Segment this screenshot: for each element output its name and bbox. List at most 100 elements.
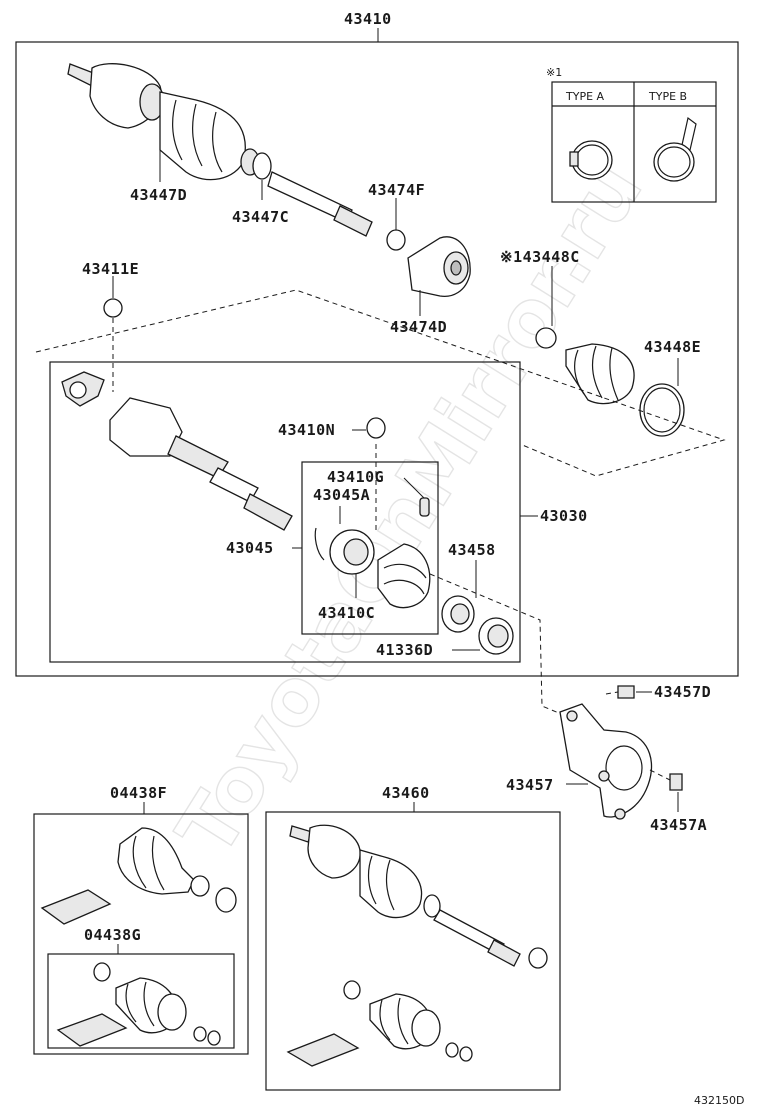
alt-shaft-spline — [487, 939, 521, 967]
label-43458[interactable]: 43458 — [448, 541, 496, 559]
boot-kit-f-clamp-large — [215, 887, 237, 913]
label-43411E[interactable]: 43411E — [82, 260, 139, 278]
alt-inner-clamp-small — [343, 980, 361, 1000]
figure-number: 432150D — [694, 1094, 744, 1107]
retainer-cage — [377, 543, 431, 609]
boot-kit-g-clamp-large — [157, 993, 187, 1031]
boot-kit-g-folds — [125, 981, 155, 1027]
retainer-cage-ribs — [383, 563, 427, 595]
label-43457D[interactable]: 43457D — [654, 683, 711, 701]
clamp-43448C — [535, 327, 557, 349]
label-43448E[interactable]: 43448E — [644, 338, 701, 356]
alt-grease — [286, 1033, 360, 1067]
boot-kit-f-folds — [132, 835, 165, 891]
label-43447D[interactable]: 43447D — [130, 186, 187, 204]
pin-43410G — [419, 497, 430, 517]
tripod-joint — [61, 371, 105, 407]
boot-kit-outer-frame — [33, 813, 249, 1055]
seal-43458-inner — [450, 603, 470, 625]
boot-kit-g-grease — [56, 1013, 128, 1047]
outer-drive-shaft — [67, 63, 373, 237]
label-43457A[interactable]: 43457A — [650, 816, 707, 834]
damper-43474D — [407, 236, 471, 298]
boot-kit-g-ring-1 — [193, 1026, 207, 1042]
snap-ring-43410N — [366, 417, 386, 439]
tripod-roller — [69, 381, 87, 399]
bracket-hole-1 — [566, 710, 578, 722]
label-43410C[interactable]: 43410C — [318, 604, 375, 622]
alt-snap-ring — [528, 947, 548, 969]
deflector-41336D-inner — [487, 624, 509, 648]
outer-boot-43447D — [159, 91, 246, 181]
alt-inner-clamp-large — [411, 1009, 441, 1047]
main-assembly-frame — [15, 41, 739, 677]
inner-boot-body — [565, 343, 635, 405]
alt-ring-1 — [445, 1042, 459, 1058]
type-note-mark: ※1 — [546, 66, 562, 79]
bearing-inner-race — [343, 538, 369, 566]
boot-kit-g-ring-2 — [207, 1030, 221, 1046]
clamp-type-box: ※1 TYPE A TYPE B — [546, 66, 717, 203]
bracket-hole-3 — [614, 808, 626, 820]
boot-kit-inner-parts — [56, 962, 221, 1047]
bolt-top-guide — [605, 691, 619, 695]
bolt-43457A — [669, 773, 683, 791]
clamp-type-b-inner — [657, 146, 691, 178]
label-43447C[interactable]: 43447C — [232, 208, 289, 226]
outer-boot-folds — [172, 99, 223, 173]
type-a-label: TYPE A — [565, 90, 605, 103]
label-43410N[interactable]: 43410N — [278, 421, 335, 439]
inboard-assembly-frame — [49, 361, 521, 663]
snap-ring-43411E — [103, 298, 123, 318]
type-b-label: TYPE B — [648, 90, 687, 103]
inboard-housing — [109, 397, 293, 531]
alt-outer-housing — [307, 824, 361, 879]
label-43448C[interactable]: ※143448C — [500, 248, 580, 266]
bracket-bore — [605, 745, 643, 791]
alt-assembly-frame — [265, 811, 561, 1091]
boot-kit-f-grease — [40, 889, 112, 925]
label-43030[interactable]: 43030 — [540, 507, 588, 525]
label-43410[interactable]: 43410 — [344, 10, 392, 28]
clamp-43474F — [386, 229, 406, 251]
alt-assembly-parts — [286, 824, 548, 1067]
clamp-43448E-inner — [643, 387, 681, 433]
label-41336D[interactable]: 41336D — [376, 641, 433, 659]
boot-kit-outer-parts — [40, 827, 237, 925]
leader-43410G — [403, 477, 425, 499]
shaft-spline-upper — [333, 205, 373, 237]
ring-43045A — [314, 527, 325, 561]
alt-inner-boot-folds — [379, 997, 409, 1045]
bracket-guide — [429, 573, 567, 717]
boot-kit-g-clamp-small — [93, 962, 111, 982]
bolt-bottom-guide — [649, 769, 671, 781]
alt-outer-clamp — [423, 894, 441, 918]
label-43474D[interactable]: 43474D — [390, 318, 447, 336]
clamp-43447C — [252, 152, 272, 180]
bracket-hole-2 — [598, 770, 610, 782]
alt-outer-boot-folds — [367, 855, 395, 911]
label-43460[interactable]: 43460 — [382, 784, 430, 802]
clamp-type-b-icon — [653, 142, 695, 182]
clamp-43448E — [639, 383, 685, 437]
boot-kit-inner-frame — [47, 953, 235, 1049]
label-43474F[interactable]: 43474F — [368, 181, 425, 199]
exploded-guide-outline — [35, 289, 726, 477]
clamp-type-b-ear — [681, 116, 697, 151]
label-04438F[interactable]: 04438F — [110, 784, 167, 802]
alt-ring-2 — [459, 1046, 473, 1062]
inner-boot — [565, 343, 635, 405]
damper-bore — [450, 260, 462, 276]
alt-outer-boot — [359, 849, 423, 919]
bracket-43457 — [559, 703, 653, 820]
bolt-43457D — [617, 685, 635, 699]
label-43045[interactable]: 43045 — [226, 539, 274, 557]
label-43045A[interactable]: 43045A — [313, 486, 370, 504]
inboard-shaft-spline — [243, 493, 293, 531]
label-04438G[interactable]: 04438G — [84, 926, 141, 944]
label-43457[interactable]: 43457 — [506, 776, 554, 794]
clamp-type-a-tab — [569, 151, 579, 167]
boot-kit-f-clamp-small — [190, 875, 210, 897]
label-43410G[interactable]: 43410G — [327, 468, 384, 486]
